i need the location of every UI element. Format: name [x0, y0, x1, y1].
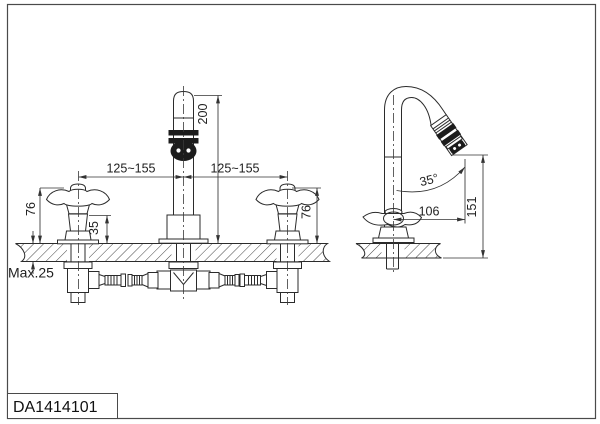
- aerator-side: [429, 114, 468, 157]
- aerator-band: [168, 130, 199, 136]
- side-dimensions: 35° 106 151: [393, 154, 488, 259]
- shank-side: [386, 243, 399, 270]
- model-number: DA1414101: [13, 399, 98, 416]
- title-block: DA1414101: [7, 393, 118, 419]
- dim-right-handle-height: 76: [300, 205, 314, 219]
- front-view: 125~155 125~155 200 76 35 76 Max.25: [8, 90, 332, 303]
- dim-spout-height: 200: [196, 104, 210, 125]
- handle-side: [362, 208, 423, 243]
- right-valve: [239, 261, 302, 303]
- left-valve: [63, 261, 126, 303]
- dim-spout-angle: 35°: [418, 171, 440, 189]
- dim-left-spacing: 125~155: [106, 162, 155, 176]
- front-dimensions: 125~155 125~155 200 76 35 76 Max.25: [8, 95, 321, 281]
- dim-counter-thickness: Max.25: [8, 265, 54, 281]
- dim-tip-height: 151: [465, 197, 479, 218]
- spout-outlet: [170, 141, 197, 161]
- drawing-border: [6, 3, 597, 420]
- dim-left-handle-height: 76: [24, 202, 38, 216]
- dim-right-spacing: 125~155: [210, 162, 259, 176]
- spout-side: [384, 85, 468, 238]
- dim-spout-reach: 106: [419, 205, 440, 219]
- centerlines: [78, 86, 394, 305]
- dim-hub-height: 35: [87, 221, 101, 235]
- side-view: 35° 106 151: [355, 85, 488, 270]
- countertop-front: [15, 243, 332, 262]
